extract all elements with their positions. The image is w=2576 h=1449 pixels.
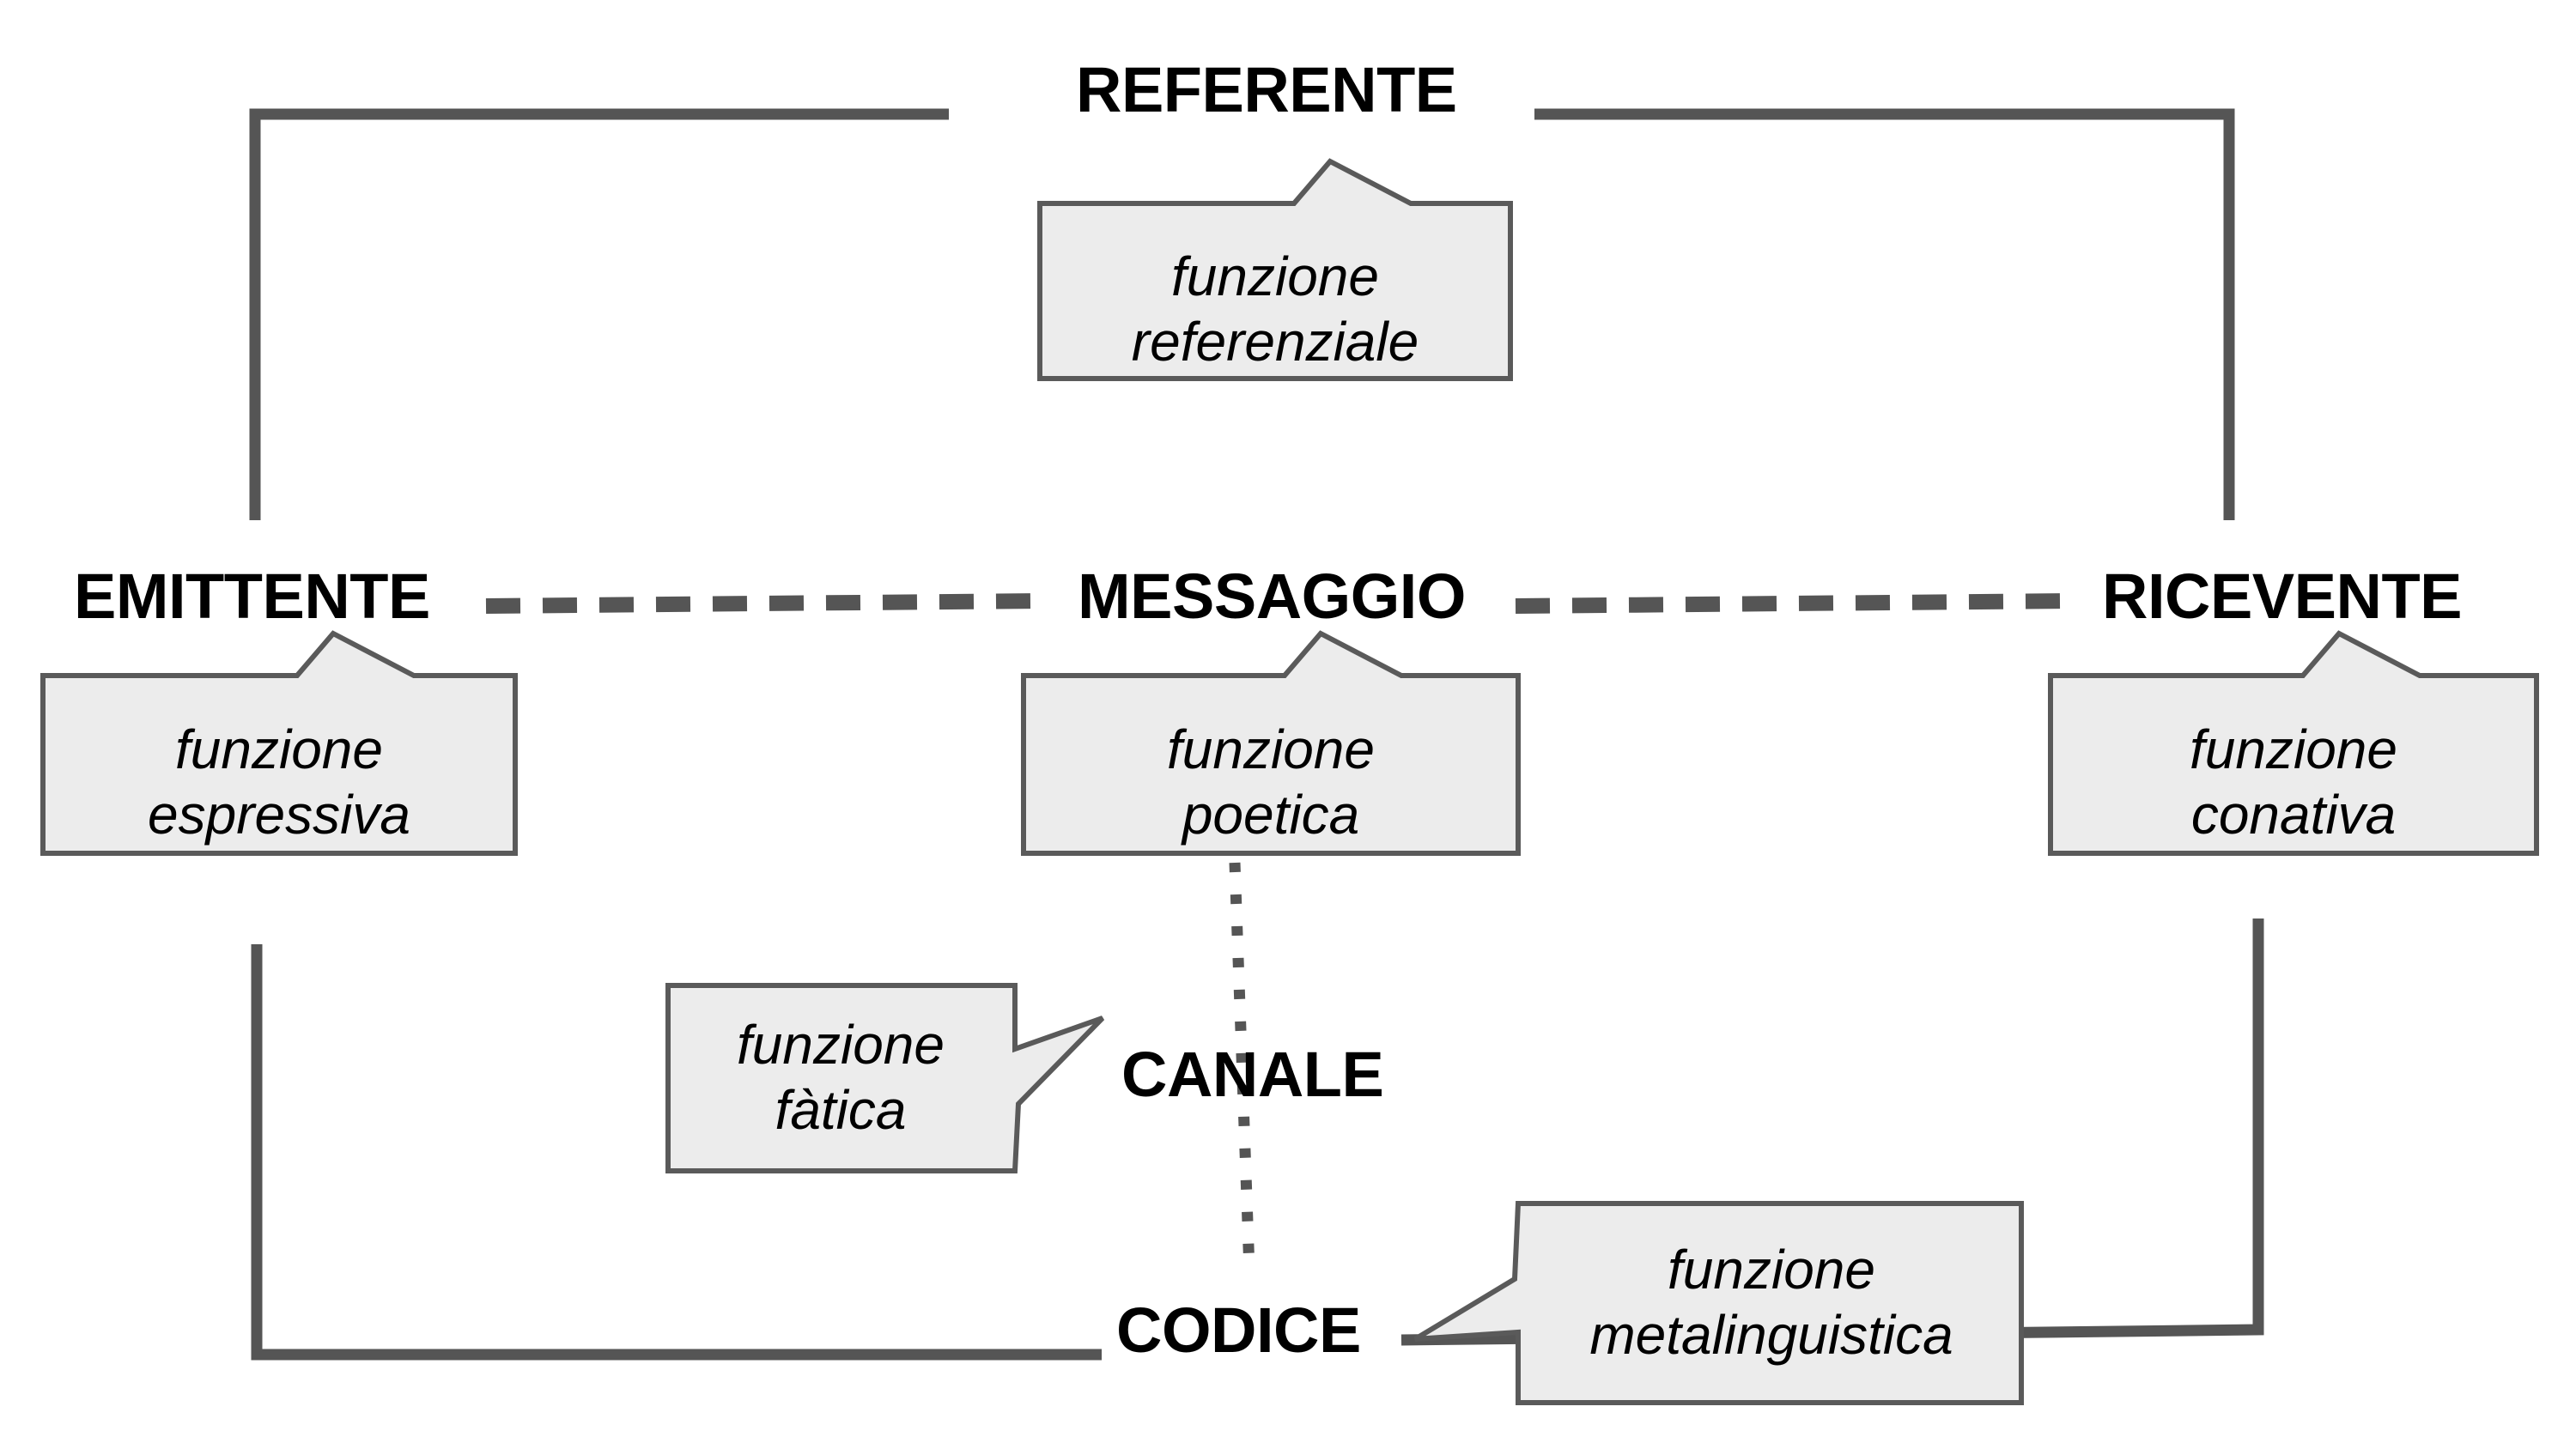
connector-emittente-referente-ricevente <box>249 108 2235 520</box>
callout-shape-conativa <box>2048 630 2539 856</box>
connector-messaggio-ricevente-dashed <box>1515 593 2070 614</box>
callout-shape-metalinguistica <box>1413 1201 2024 1405</box>
node-label-messaggio: MESSAGGIO <box>1078 561 1466 632</box>
callout-funzione-fatica: funzione fàtica <box>663 980 1109 1176</box>
callout-funzione-espressiva: funzione espressiva <box>38 628 520 858</box>
connector-messaggio-canale-codice-dotted <box>1229 862 1255 1271</box>
callout-funzione-metalinguistica: funzione metalinguistica <box>1408 1198 2026 1408</box>
node-label-ricevente: RICEVENTE <box>2102 561 2463 632</box>
node-label-canale: CANALE <box>1121 1039 1384 1110</box>
connector-right-top-bracket <box>1534 108 2235 520</box>
callout-funzione-poetica: funzione poetica <box>1018 628 1523 858</box>
callout-shape-fatica <box>665 983 1105 1173</box>
callout-shape-referenziale <box>1037 158 1513 381</box>
connector-left-top-bracket <box>249 108 949 520</box>
callout-shape-poetica <box>1021 630 1521 856</box>
callout-shape-espressiva <box>40 630 518 856</box>
connector-emittente-messaggio-dashed <box>485 593 1040 614</box>
callout-funzione-conativa: funzione conativa <box>2045 628 2542 858</box>
node-label-referente: REFERENTE <box>1076 54 1457 125</box>
node-label-codice: CODICE <box>1116 1294 1361 1366</box>
callout-funzione-referenziale: funzione referenziale <box>1035 156 1516 384</box>
connector-left-bottom-bracket <box>251 944 1102 1361</box>
node-label-emittente: EMITTENTE <box>74 561 430 632</box>
